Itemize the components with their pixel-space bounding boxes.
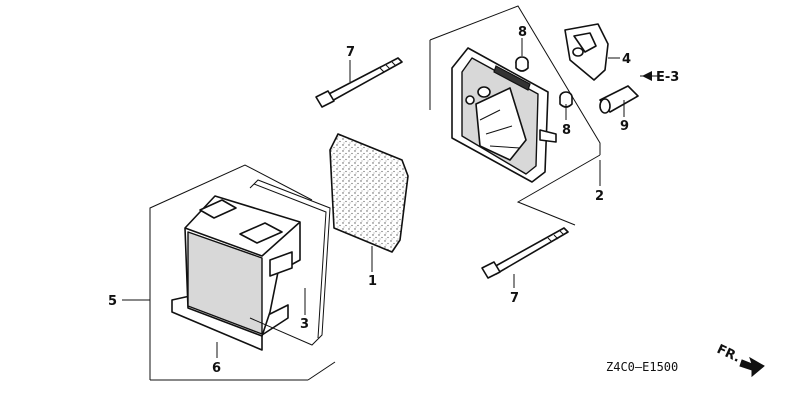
callout-4: 4 [622, 52, 631, 67]
group-bracket-lines [149, 5, 601, 381]
reference-arrow-icon [642, 71, 652, 81]
collar-top [515, 56, 529, 72]
callout-5: 5 [108, 294, 117, 309]
callout-7-top: 7 [346, 45, 355, 60]
direction-label: FR. [714, 342, 742, 366]
bolt-bottom [481, 227, 569, 279]
collar-middle [559, 91, 573, 108]
breather-plate-gasket [564, 23, 609, 81]
air-cleaner-cover [171, 195, 301, 351]
callout-8-top: 8 [518, 25, 527, 40]
callout-6: 6 [212, 361, 221, 376]
reference-e3: E-3 [656, 70, 679, 85]
cover-gasket [249, 179, 331, 346]
front-arrow-icon [739, 356, 765, 378]
callout-2: 2 [595, 189, 604, 204]
callout-1: 1 [368, 274, 377, 289]
diagram-code: Z4C0—E1500 [606, 360, 678, 374]
foam-filter-element [329, 133, 409, 253]
callout-3: 3 [300, 317, 309, 332]
callout-8-middle: 8 [562, 123, 571, 138]
callout-7-bottom: 7 [510, 291, 519, 306]
bolt-top [315, 57, 403, 108]
front-direction-indicator: FR. [714, 342, 765, 378]
breather-tube [599, 85, 639, 114]
air-cleaner-case [451, 47, 557, 183]
callout-9: 9 [620, 119, 629, 134]
